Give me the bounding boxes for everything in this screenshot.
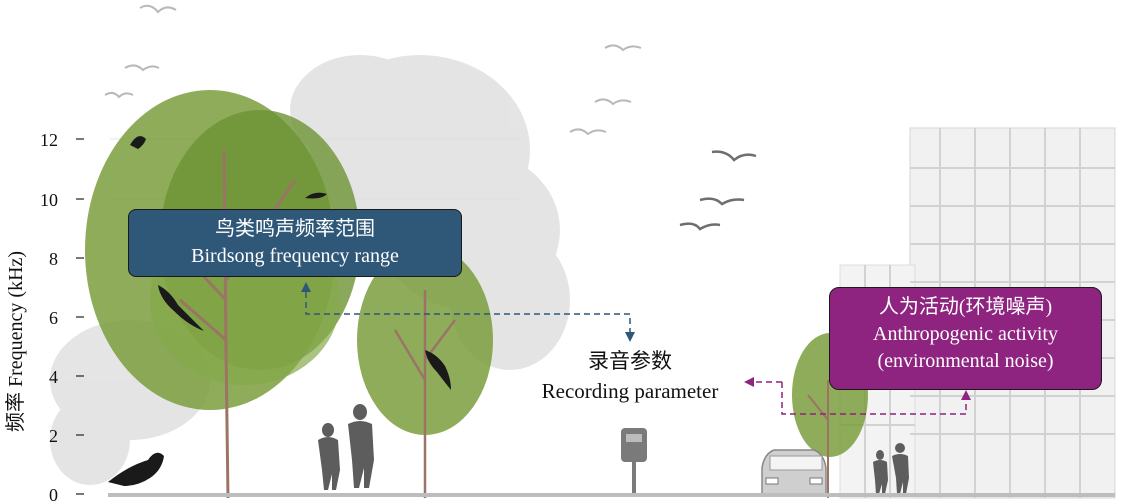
birdsong-title-en: Birdsong frequency range bbox=[191, 245, 399, 267]
y-tick-label: 10 bbox=[40, 190, 58, 210]
arrowheads bbox=[301, 282, 971, 400]
recording-parameter-label: 录音参数 Recording parameter bbox=[515, 346, 745, 406]
pedestrians bbox=[318, 404, 909, 494]
car-illustration bbox=[761, 449, 827, 495]
anthropogenic-activity-box: 人为活动(环境噪声) Anthropogenic activity (envir… bbox=[829, 287, 1102, 390]
bird-silhouette-icon bbox=[305, 192, 327, 199]
bird-silhouette-icon bbox=[130, 136, 146, 149]
anthropogenic-title-zh: 人为活动(环境噪声) bbox=[878, 296, 1053, 318]
y-tick-label: 0 bbox=[49, 485, 58, 504]
connector-arrows bbox=[305, 292, 967, 415]
perched-birds bbox=[108, 136, 451, 486]
y-tick-label: 2 bbox=[49, 426, 58, 446]
recording-title-en: Recording parameter bbox=[541, 379, 719, 403]
bird-silhouette-icon bbox=[425, 350, 451, 390]
y-tick-label: 8 bbox=[49, 249, 58, 269]
recorder-device-icon bbox=[621, 428, 647, 494]
arrow-up-icon bbox=[961, 390, 971, 400]
y-axis-label: 频率 Frequency (kHz) bbox=[4, 251, 27, 432]
background-trees bbox=[50, 55, 570, 485]
birdsong-title-zh: 鸟类鸣声频率范围 bbox=[215, 218, 375, 240]
y-tick-label: 6 bbox=[49, 308, 58, 328]
tree-medium bbox=[357, 245, 493, 498]
y-tick-label: 4 bbox=[49, 367, 58, 387]
flying-birds-pale bbox=[104, 4, 642, 136]
arrow-down-icon bbox=[625, 332, 635, 342]
anthropogenic-subtitle-en: (environmental noise) bbox=[877, 350, 1054, 372]
recording-title-zh: 录音参数 bbox=[588, 349, 672, 373]
anthropogenic-title-en: Anthropogenic activity bbox=[873, 323, 1058, 345]
y-axis: 0 2 4 6 8 10 12 频率 Frequency (kHz) bbox=[4, 130, 84, 504]
flying-birds-dark bbox=[679, 150, 757, 231]
arrow-left-icon bbox=[744, 377, 754, 387]
birdsong-frequency-box: 鸟类鸣声频率范围 Birdsong frequency range bbox=[128, 209, 462, 277]
bird-silhouette-icon bbox=[158, 285, 204, 331]
arrow-up-icon bbox=[301, 282, 311, 292]
bird-silhouette-icon bbox=[108, 452, 164, 486]
y-tick-label: 12 bbox=[40, 130, 58, 150]
